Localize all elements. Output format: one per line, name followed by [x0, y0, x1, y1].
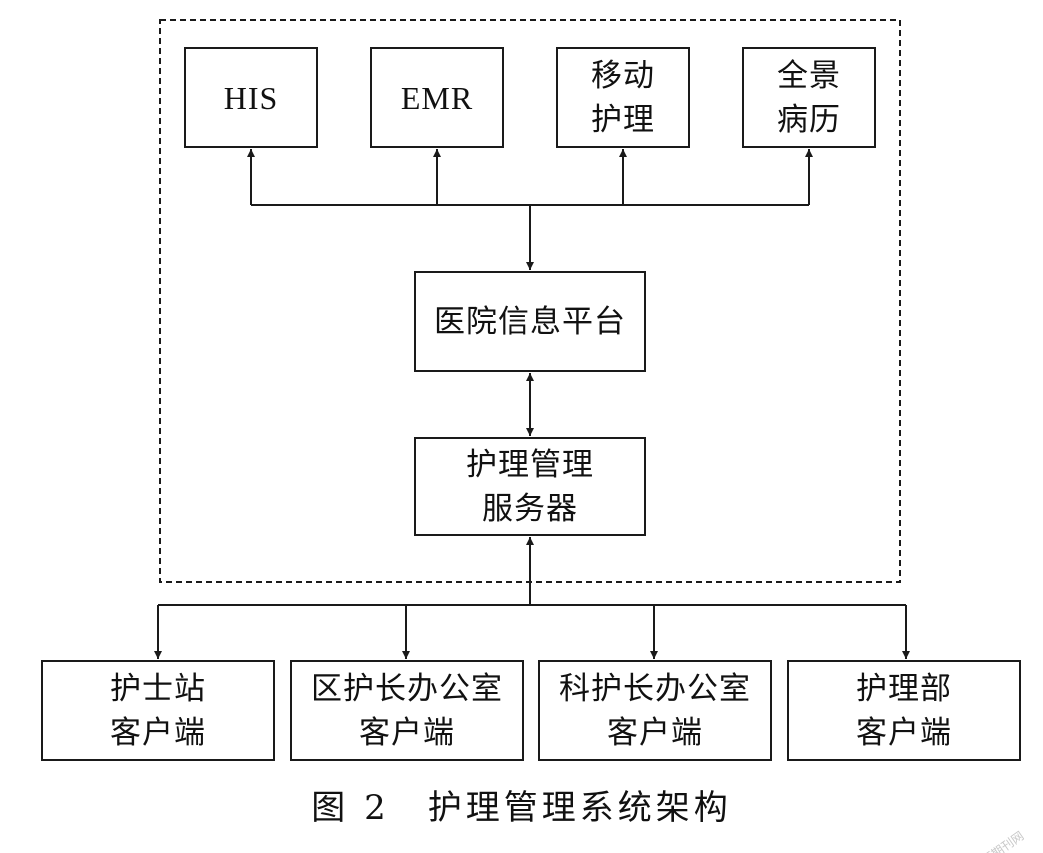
nurse-station-client-box: 护士站 客户端	[41, 660, 275, 761]
nurse-station-label-line1: 护士站	[110, 670, 206, 707]
emr-box: EMR	[370, 47, 504, 148]
his-box: HIS	[184, 47, 318, 148]
dept-head-office-label-line2: 客户端	[607, 714, 703, 751]
dept-head-office-label-line1: 科护长办公室	[559, 670, 751, 707]
server-label-line1: 护理管理	[466, 446, 594, 483]
platform-label: 医院信息平台	[434, 303, 626, 340]
full-record-label-line2: 病历	[777, 101, 841, 138]
full-record-label-line1: 全景	[777, 57, 841, 94]
platform-box: 医院信息平台	[414, 271, 646, 372]
mobile-nursing-box: 移动 护理	[556, 47, 690, 148]
ward-head-office-client-box: 区护长办公室 客户端	[290, 660, 524, 761]
nurse-station-label-line2: 客户端	[110, 714, 206, 751]
dept-head-office-client-box: 科护长办公室 客户端	[538, 660, 772, 761]
his-label: HIS	[223, 79, 279, 116]
mobile-nursing-label-line2: 护理	[591, 101, 655, 138]
nursing-dept-client-box: 护理部 客户端	[787, 660, 1021, 761]
nursing-dept-label-line1: 护理部	[856, 670, 952, 707]
server-label-line2: 服务器	[482, 490, 578, 527]
ward-head-office-label-line1: 区护长办公室	[311, 670, 503, 707]
server-box: 护理管理 服务器	[414, 437, 646, 536]
figure-caption: 图 2 护理管理系统架构	[311, 788, 732, 828]
nursing-dept-label-line2: 客户端	[856, 714, 952, 751]
ward-head-office-label-line2: 客户端	[359, 714, 455, 751]
emr-label: EMR	[400, 79, 474, 116]
full-record-box: 全景 病历	[742, 47, 876, 148]
mobile-nursing-label-line1: 移动	[591, 57, 655, 94]
